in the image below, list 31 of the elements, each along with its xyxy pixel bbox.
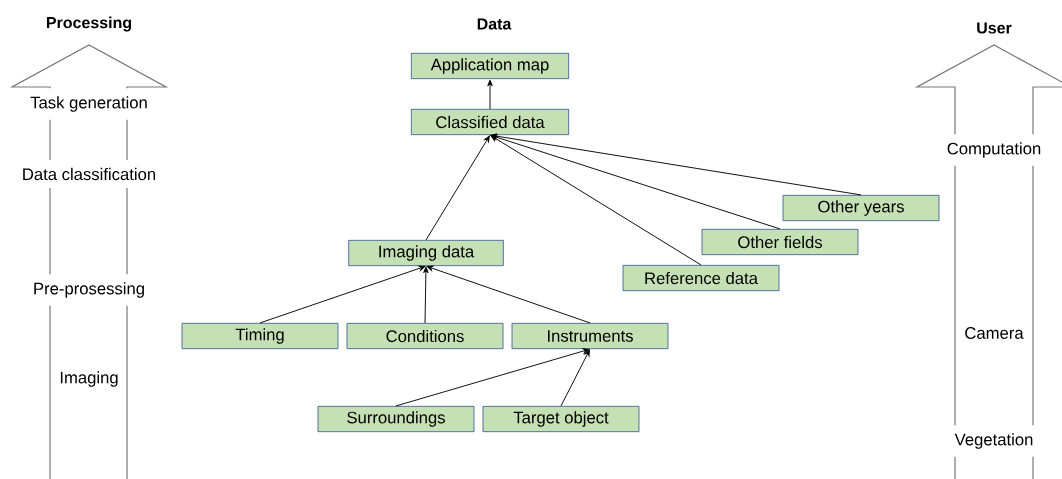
process-box: Other years bbox=[782, 194, 940, 222]
process-box: Classified data bbox=[410, 108, 570, 136]
arrow bbox=[259, 265, 426, 324]
arrow bbox=[425, 135, 490, 241]
arrow bbox=[426, 265, 591, 324]
stage-label: Camera bbox=[963, 319, 1025, 347]
arrow bbox=[490, 135, 702, 266]
process-box: Timing bbox=[181, 322, 339, 350]
stage-label: Imaging bbox=[58, 363, 120, 395]
arrow bbox=[487, 79, 493, 110]
stage-label: Computation bbox=[945, 134, 1043, 166]
column-heading: Data bbox=[477, 18, 512, 30]
arrow-heading: Processing bbox=[46, 16, 132, 32]
arrow bbox=[560, 349, 590, 407]
process-box: Target object bbox=[482, 405, 640, 433]
arrow bbox=[490, 134, 781, 230]
process-box: Imaging data bbox=[348, 239, 504, 267]
stage-label: Pre-prosessing bbox=[31, 274, 147, 306]
process-box: Surroundings bbox=[317, 405, 475, 433]
arrow-heading: User bbox=[977, 22, 1012, 34]
stage-label: Vegetation bbox=[953, 425, 1035, 457]
arrow bbox=[395, 348, 590, 407]
process-box: Instruments bbox=[511, 322, 669, 350]
stage-label: Data classification bbox=[20, 159, 158, 189]
arrow bbox=[423, 266, 429, 324]
process-box: Reference data bbox=[622, 264, 780, 292]
process-box: Conditions bbox=[346, 322, 504, 350]
process-box: Other fields bbox=[701, 228, 859, 256]
arrow bbox=[490, 133, 862, 196]
stage-label: Task generation bbox=[28, 88, 150, 120]
process-box: Application map bbox=[410, 52, 570, 80]
